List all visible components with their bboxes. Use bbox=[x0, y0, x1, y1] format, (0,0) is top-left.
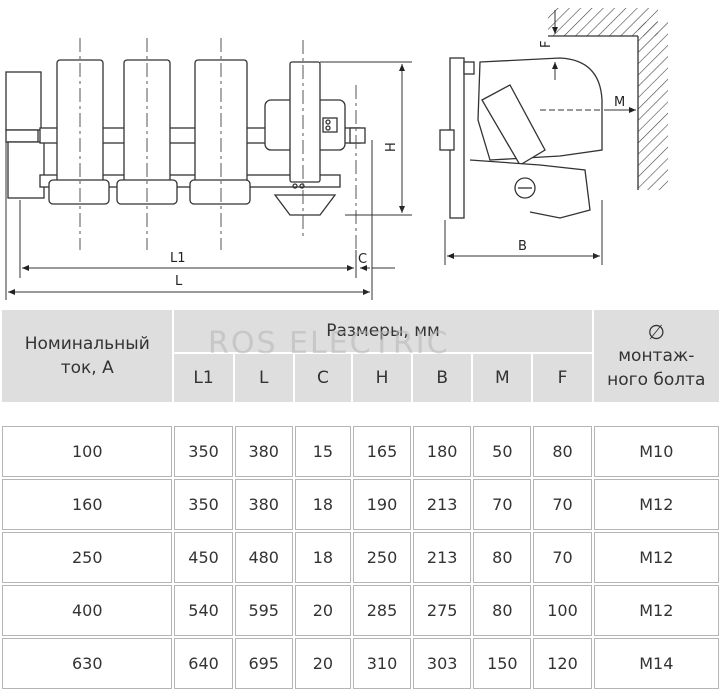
table-cell: 150 bbox=[473, 638, 532, 689]
header-current: Номинальный ток, А bbox=[2, 310, 173, 402]
table-cell: 70 bbox=[473, 479, 532, 530]
dim-label-c: C bbox=[358, 252, 367, 267]
table-cell: 18 bbox=[294, 532, 351, 583]
column-header-f: F bbox=[533, 354, 592, 402]
table-cell: 310 bbox=[352, 638, 412, 689]
dim-label-f: F bbox=[539, 41, 554, 48]
column-header-h: H bbox=[352, 354, 412, 402]
dimensions-table-wrapper: Номинальный ток, А Размеры, мм ∅ монтаж-… bbox=[0, 308, 721, 693]
mount-surface-side bbox=[638, 22, 668, 190]
table-cell: 380 bbox=[234, 426, 293, 477]
table-cell: 640 bbox=[174, 638, 233, 689]
table-cell: 70 bbox=[533, 479, 592, 530]
table-cell: 20 bbox=[294, 638, 351, 689]
dim-label-h: H bbox=[384, 142, 399, 152]
column-header-c: C bbox=[294, 354, 351, 402]
table-cell: 120 bbox=[533, 638, 592, 689]
table-cell: 70 bbox=[533, 532, 592, 583]
table-cell: M12 bbox=[593, 532, 719, 583]
table-cell: 380 bbox=[234, 479, 293, 530]
column-header-m: M bbox=[473, 354, 532, 402]
column-header-b: B bbox=[413, 354, 472, 402]
table-cell: 350 bbox=[174, 479, 233, 530]
table-cell: 213 bbox=[413, 479, 472, 530]
table-cell: M12 bbox=[593, 479, 719, 530]
dim-label-l1: L1 bbox=[170, 251, 186, 266]
table-cell: 695 bbox=[234, 638, 293, 689]
table-cell: 50 bbox=[473, 426, 532, 477]
table-cell: 165 bbox=[352, 426, 412, 477]
table-cell: 15 bbox=[294, 426, 351, 477]
table-cell: 100 bbox=[533, 585, 592, 636]
table-cell: 400 bbox=[2, 585, 173, 636]
table-cell: 80 bbox=[533, 426, 592, 477]
table-cell: 18 bbox=[294, 479, 351, 530]
dim-label-b: B bbox=[518, 239, 527, 254]
column-header-l1: L1 bbox=[174, 354, 233, 402]
table-cell: 80 bbox=[473, 532, 532, 583]
technical-drawing: L1 L C H F M B bbox=[5, 8, 668, 300]
table-cell: 450 bbox=[174, 532, 233, 583]
table-cell: M10 bbox=[593, 426, 719, 477]
front-view bbox=[5, 59, 366, 216]
dim-label-m: M bbox=[614, 95, 625, 110]
table-cell: 630 bbox=[2, 638, 173, 689]
header-bolt-label: монтаж-ного болта bbox=[607, 346, 706, 390]
table-cell: 540 bbox=[174, 585, 233, 636]
table-cell: M12 bbox=[593, 585, 719, 636]
side-view bbox=[439, 57, 603, 219]
table-cell: 80 bbox=[473, 585, 532, 636]
header-bolt: ∅ монтаж-ного болта bbox=[593, 310, 719, 402]
table-cell: 350 bbox=[174, 426, 233, 477]
table-cell: 250 bbox=[352, 532, 412, 583]
table-cell: 180 bbox=[413, 426, 472, 477]
dim-label-l: L bbox=[175, 274, 183, 289]
table-cell: 20 bbox=[294, 585, 351, 636]
dimensions-table: Номинальный ток, А Размеры, мм ∅ монтаж-… bbox=[0, 308, 721, 691]
table-cell: 100 bbox=[2, 426, 173, 477]
diameter-icon: ∅ bbox=[647, 320, 665, 344]
table-cell: 303 bbox=[413, 638, 472, 689]
header-sizes: Размеры, мм bbox=[174, 310, 592, 352]
table-cell: 190 bbox=[352, 479, 412, 530]
column-header-l: L bbox=[234, 354, 293, 402]
watermark: ROS ELECTRIC bbox=[208, 326, 450, 361]
table-cell: 480 bbox=[234, 532, 293, 583]
table-cell: 160 bbox=[2, 479, 173, 530]
table-cell: M14 bbox=[593, 638, 719, 689]
table-cell: 275 bbox=[413, 585, 472, 636]
table-cell: 595 bbox=[234, 585, 293, 636]
table-cell: 213 bbox=[413, 532, 472, 583]
table-cell: 285 bbox=[352, 585, 412, 636]
table-cell: 250 bbox=[2, 532, 173, 583]
